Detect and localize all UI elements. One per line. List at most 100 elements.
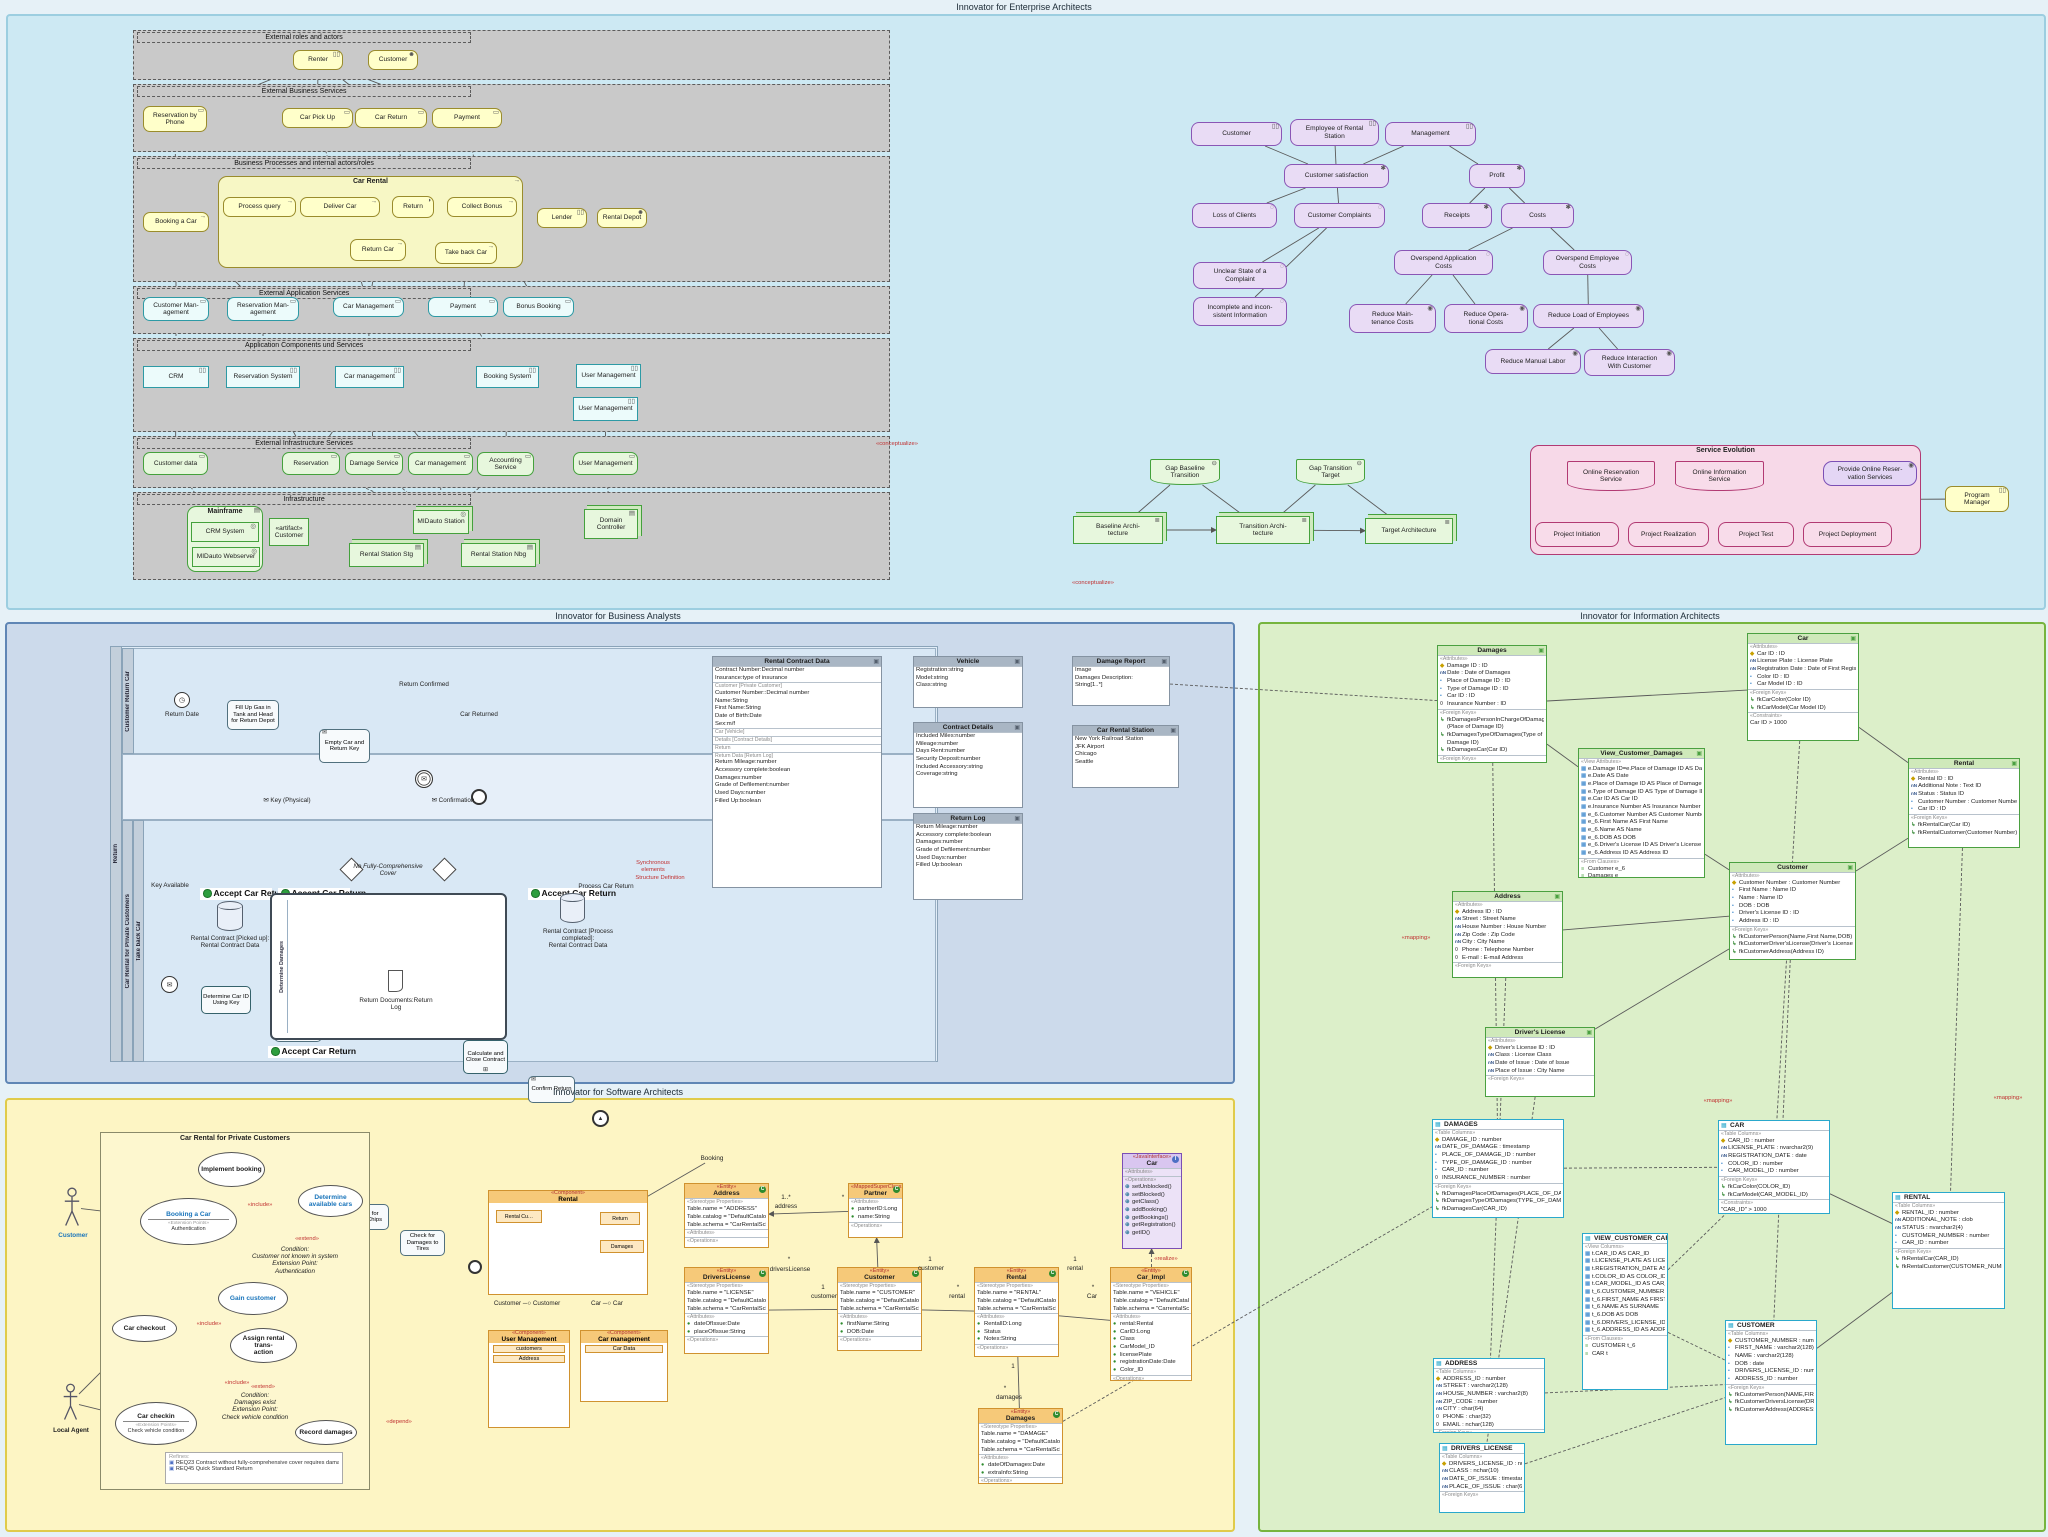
uml-customer[interactable]: «Entity»Customer«Stereotype Properties»T… — [837, 1267, 922, 1351]
user-management-comp-2[interactable]: User Management▯▯ — [573, 397, 638, 421]
class-vehicle[interactable]: VehicleRegistration:stringModel:stringCl… — [913, 656, 1023, 708]
reduce-operational-costs[interactable]: Reduce Opera- tional Costs◉ — [1444, 304, 1528, 333]
er-customer[interactable]: Customer«Attributes»◆Customer Number : C… — [1729, 862, 1856, 960]
uml-damages[interactable]: «Entity»Damages«Stereotype Properties»Ta… — [978, 1408, 1063, 1484]
lender[interactable]: Lender▯▯ — [537, 208, 587, 228]
bonus-booking-svc[interactable]: Bonus Booking▭ — [503, 297, 574, 317]
booking-a-car[interactable]: Booking a Car→ — [143, 212, 209, 232]
task-determine-car-id[interactable]: Determine Car ID Using Key — [201, 986, 251, 1014]
band-ext-business[interactable]: External Business Services — [133, 84, 890, 152]
strip-take-back-car[interactable]: Take back Car — [133, 820, 144, 1062]
profit[interactable]: Profit✱ — [1469, 164, 1525, 188]
band-roles[interactable]: External roles and actors — [133, 30, 890, 80]
tbl-drivers-license[interactable]: DRIVERS_LICENSE«Table Columns»◆DRIVERS_L… — [1439, 1443, 1525, 1513]
rental-depot[interactable]: Rental Depot☻ — [597, 208, 647, 228]
receipts[interactable]: Receipts✱ — [1422, 203, 1492, 228]
er-damages[interactable]: Damages«Attributes»◆Damage ID : IDnNDate… — [1437, 645, 1547, 763]
customer-complaints[interactable]: Customer Complaints◌ — [1294, 203, 1385, 228]
gap-transition-target[interactable]: Gap Transition Target⊖ — [1296, 459, 1365, 485]
uc-assign-rental[interactable]: Assign rental trans- action — [230, 1328, 297, 1363]
project-deployment[interactable]: Project Deployment — [1803, 522, 1892, 547]
uml-address[interactable]: «Entity»Address«Stereotype Properties»Ta… — [684, 1183, 769, 1248]
reservation-by-phone[interactable]: Reservation by Phone▭ — [143, 106, 207, 132]
port-rental-cu[interactable]: Rental Cu… — [496, 1210, 542, 1223]
note-refines[interactable]: Refines:REQ23 Contract without fully-com… — [165, 1452, 343, 1484]
uc-car-checkout[interactable]: Car checkout — [112, 1315, 177, 1342]
payment-svc[interactable]: Payment▭ — [432, 108, 502, 128]
unclear-state[interactable]: Unclear State of a Complaint◌ — [1193, 262, 1287, 289]
reduce-interaction[interactable]: Reduce Interaction With Customer◉ — [1584, 349, 1675, 376]
process-query[interactable]: Process query→ — [223, 197, 296, 217]
class-damage-report[interactable]: Damage ReportImageDamages Description:St… — [1072, 656, 1170, 706]
uc-car-checkin[interactable]: Car checkin«Extension Points»Check vehic… — [115, 1402, 197, 1445]
overspend-employee-costs[interactable]: Overspend Employee Costs◌ — [1543, 250, 1632, 275]
task-confirm-return[interactable]: Confirm Return✉ — [528, 1076, 575, 1103]
task-calculate-close[interactable]: Calculate and Close Contract⊞ — [463, 1040, 508, 1074]
port-return[interactable]: Return — [600, 1212, 640, 1225]
er-view-customer-damages[interactable]: View_Customer_Damages«View Attributes»▦e… — [1578, 748, 1705, 878]
reservation-infra[interactable]: Reservation▭ — [282, 452, 340, 475]
class-car-rental-station[interactable]: Car Rental StationNew York Railroad Stat… — [1072, 725, 1179, 788]
uc-implement-booking[interactable]: Implement booking — [198, 1152, 265, 1187]
class-contract-details[interactable]: Contract DetailsIncluded Miles:numberMil… — [913, 722, 1023, 808]
uc-determine-available-cars[interactable]: Determine available cars — [298, 1185, 363, 1217]
crm-comp[interactable]: CRM▯▯ — [143, 366, 209, 388]
reservation-system-comp[interactable]: Reservation System▯▯ — [226, 366, 300, 388]
actor-local-agent[interactable] — [62, 1380, 79, 1425]
user-management-comp-1[interactable]: User Management▯▯ — [576, 364, 641, 388]
ev-return-confirmed[interactable]: ✉ — [415, 770, 433, 788]
uml-car-interface[interactable]: «JavaInterface»Car«Attributes»«Operation… — [1122, 1153, 1182, 1249]
project-realization[interactable]: Project Realization — [1628, 522, 1709, 547]
reduce-maintenance-costs[interactable]: Reduce Main- tenance Costs◉ — [1349, 304, 1436, 333]
tbl-rental[interactable]: RENTAL«Table Columns»◆RENTAL_ID : number… — [1892, 1192, 2005, 1309]
er-address[interactable]: Address«Attributes»◆Address ID : IDnNStr… — [1452, 891, 1563, 978]
ev-return-date[interactable]: ◷ — [174, 692, 190, 708]
ev-sp-end[interactable] — [468, 1260, 482, 1274]
goal-customer[interactable]: Customer▯▯ — [1191, 122, 1282, 146]
midauto-webserver[interactable]: MIDauto Webserver◎ — [192, 547, 260, 567]
tbl-address[interactable]: ADDRESS«Table Columns»◆ADDRESS_ID : numb… — [1433, 1358, 1545, 1433]
return-proc[interactable]: Return◑ — [392, 196, 434, 218]
ev-key-available[interactable]: ✉ — [161, 976, 178, 993]
booking-system-comp[interactable]: Booking System▯▯ — [476, 366, 539, 388]
strip-car-rental-private[interactable]: Car Rental for Private Customers — [122, 820, 133, 1062]
uc-gain-customer[interactable]: Gain customer — [218, 1282, 288, 1315]
class-rental-contract-data[interactable]: Rental Contract DataContract Number:Deci… — [712, 656, 882, 888]
task-check-damages-tires[interactable]: Check for Damages to Tires — [400, 1230, 445, 1256]
uc-booking-a-car[interactable]: Booking a Car«Extension Points»Authentic… — [140, 1198, 237, 1245]
car-return-svc[interactable]: Car Return▭ — [355, 108, 427, 128]
tbl-view-customer-car[interactable]: VIEW_CUSTOMER_CAR«View Columns»▦t.CAR_ID… — [1582, 1233, 1668, 1390]
payment-app-svc[interactable]: Payment▭ — [428, 297, 498, 317]
datastore-picked-up[interactable] — [217, 901, 243, 931]
incomplete-info[interactable]: Incomplete and incon- sistent Informatio… — [1193, 297, 1287, 326]
crm-system[interactable]: CRM System◎ — [191, 522, 259, 542]
midauto-station[interactable]: MIDauto Station◎ — [413, 510, 469, 534]
rental-station-stg[interactable]: Rental Station Stg▤ — [349, 543, 424, 567]
project-test[interactable]: Project Test — [1718, 522, 1794, 547]
customer-role[interactable]: Customer☻ — [368, 50, 418, 70]
reduce-load-of-employees[interactable]: Reduce Load of Employees◉ — [1533, 304, 1644, 328]
customer-data-infra[interactable]: Customer data▭ — [143, 452, 208, 475]
accounting-service-infra[interactable]: Accounting Service▭ — [477, 452, 534, 476]
tbl-car[interactable]: CAR«Table Columns»◆CAR_ID : numbernNLICE… — [1718, 1120, 1830, 1214]
artifact-customer[interactable]: «artifact» Customer — [269, 518, 309, 546]
tbl-damages[interactable]: DAMAGES«Table Columns»◆DAMAGE_ID : numbe… — [1432, 1119, 1564, 1218]
take-back-car[interactable]: Take back Car→ — [435, 242, 497, 264]
car-management-infra[interactable]: Car management▭ — [408, 452, 473, 475]
reservation-management-svc[interactable]: Reservation Man- agement▭ — [227, 297, 299, 321]
pool-label-return[interactable]: Return — [110, 646, 122, 1062]
doc-return-log[interactable] — [388, 970, 403, 992]
damage-service-infra[interactable]: Damage Service▭ — [345, 452, 403, 475]
gap-baseline-transition[interactable]: Gap Baseline Transition⊖ — [1150, 459, 1220, 485]
subprocess-determine-damages[interactable] — [270, 893, 507, 1040]
car-pick-up[interactable]: Car Pick Up▭ — [282, 108, 353, 128]
target-architecture[interactable]: Target Architecture≣ — [1365, 518, 1453, 544]
ev-process-car-return[interactable]: ▲ — [592, 1110, 609, 1127]
transition-architecture[interactable]: Transition Archi- tecture≣ — [1216, 516, 1310, 544]
user-management-infra[interactable]: User Management▭ — [573, 452, 638, 475]
er-rental[interactable]: Rental«Attributes»◆Rental ID : IDnNAddit… — [1908, 758, 2020, 848]
car-management-svc[interactable]: Car Management▭ — [333, 297, 404, 317]
datastore-completed[interactable] — [560, 893, 585, 923]
